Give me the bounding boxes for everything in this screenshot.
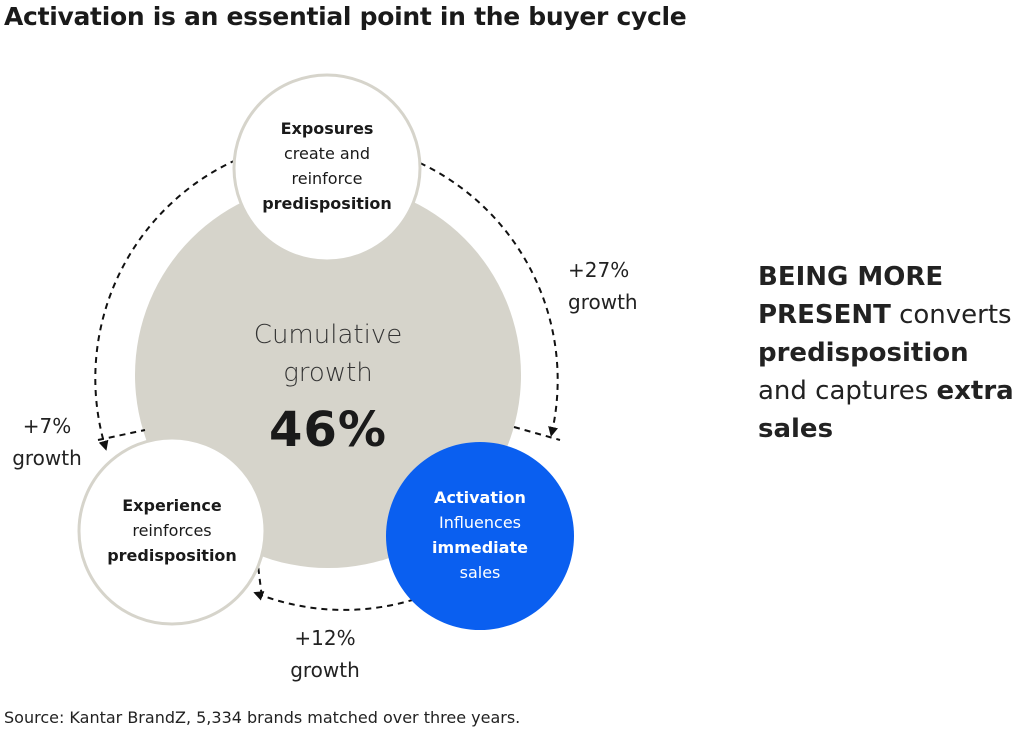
source-note: Source: Kantar BrandZ, 5,334 brands matc… [4,708,521,727]
center-label-line1: Cumulative [253,320,403,350]
growth-label-left: +7% growth [2,410,92,474]
experience-circle [77,436,267,626]
side-message-text2: and captures [758,376,937,406]
activation-line1: Influences [438,513,522,532]
side-message-text1: converts [890,300,1012,330]
cumulative-growth-label: Cumulative growth [178,316,478,392]
exposures-circle [232,73,422,263]
growth-left-word: growth [12,446,82,470]
experience-line1: reinforces [132,521,212,540]
exposures-node: Exposures create and reinforce predispos… [237,116,417,216]
side-message-bold1: BEING MORE PRESENT [758,262,944,330]
growth-left-value: +7% [22,414,72,438]
activation-circle [386,442,574,630]
tick-bottom [256,556,263,599]
growth-label-right: +27% growth [568,254,638,318]
experience-node: Experience reinforces predisposition [82,493,262,568]
activation-node: Activation Influences immediate sales [390,485,570,585]
side-message-bold3: extra sales [758,376,1014,444]
page-title: Activation is an essential point in the … [4,2,687,31]
growth-bottom-word: growth [290,658,360,682]
side-message-bold2: predisposition [758,338,969,368]
activation-title: Activation [434,488,526,507]
activation-bold2: immediate [432,538,528,557]
growth-bottom-value: +12% [294,626,356,650]
exposures-bold2: predisposition [262,194,392,213]
tick-left [97,429,146,441]
experience-title: Experience [122,496,222,515]
side-message: BEING MORE PRESENT converts predispositi… [758,258,1023,448]
cycle-arc-left [94,159,237,451]
experience-bold2: predisposition [107,546,237,565]
cumulative-growth-value: 46% [269,402,387,458]
cycle-arc-right [419,162,559,437]
tick-right [513,426,561,441]
exposures-line1: create and [284,144,370,163]
growth-right-word: growth [568,290,638,314]
exposures-line2: reinforce [291,169,363,188]
center-label-line2: growth [283,358,373,388]
growth-right-value: +27% [568,258,630,282]
activation-line2: sales [459,563,501,582]
exposures-title: Exposures [280,119,374,138]
growth-label-bottom: +12% growth [275,622,375,686]
